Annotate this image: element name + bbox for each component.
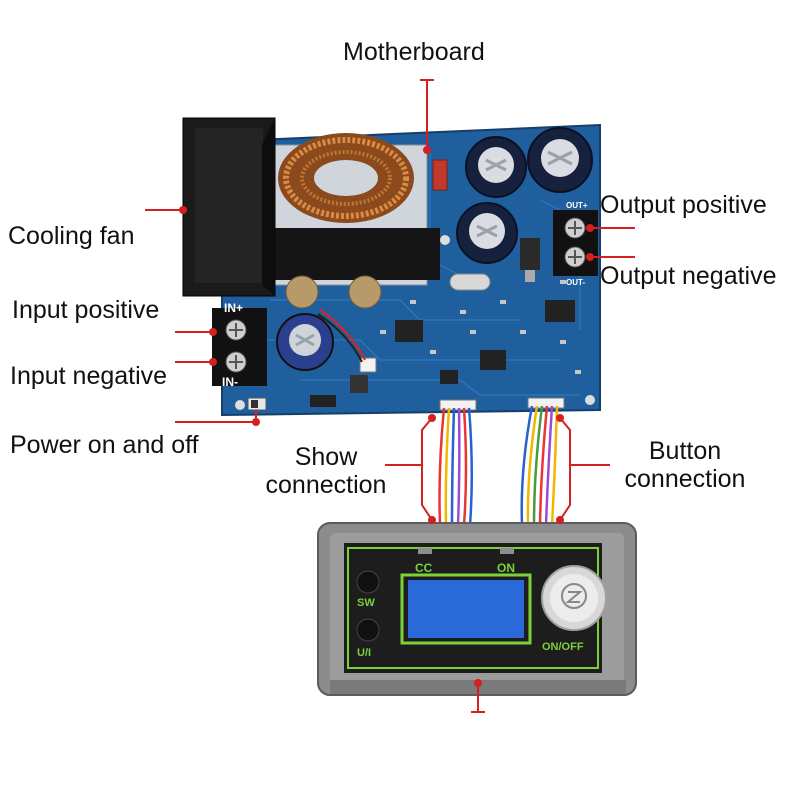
in-minus-silkscreen: IN- — [222, 375, 238, 389]
label-show-connection-line1: Show — [294, 443, 358, 471]
label-show-connection-line2: connection — [265, 471, 387, 499]
out-plus-silkscreen: OUT+ — [566, 201, 588, 210]
label-input-negative: Input negative — [10, 362, 168, 390]
ui-button-label: U/I — [357, 647, 371, 659]
label-output-negative: Output negative — [600, 262, 777, 290]
label-cooling-fan: Cooling fan — [8, 222, 135, 250]
button-connection-wires — [520, 405, 559, 526]
board-connectors — [317, 309, 565, 411]
label-input-positive: Input positive — [12, 296, 160, 324]
inductor-coil — [278, 133, 414, 223]
in-plus-silkscreen: IN+ — [224, 301, 243, 315]
output-terminal-block — [553, 210, 598, 276]
label-button-connection-line2: connection — [624, 465, 746, 493]
display-module — [317, 522, 637, 696]
label-motherboard: Motherboard — [343, 38, 485, 66]
label-output-positive: Output positive — [600, 191, 767, 219]
out-minus-silkscreen: OUT- — [566, 278, 585, 287]
on-indicator-label: ON — [497, 561, 515, 575]
onoff-knob-label: ON/OFF — [542, 641, 584, 653]
power-switch — [247, 397, 267, 411]
leader-dots — [179, 146, 594, 687]
show-connection-wires — [438, 407, 474, 526]
cooling-fan — [182, 117, 276, 297]
leader-lines — [145, 79, 635, 713]
sw-button-label: SW — [357, 597, 375, 609]
input-terminal-block — [212, 308, 267, 386]
capacitors — [276, 127, 593, 371]
label-power-on-off: Power on and off — [10, 431, 199, 459]
label-button-connection-line1: Button — [648, 437, 722, 465]
cc-indicator-label: CC — [415, 561, 433, 575]
